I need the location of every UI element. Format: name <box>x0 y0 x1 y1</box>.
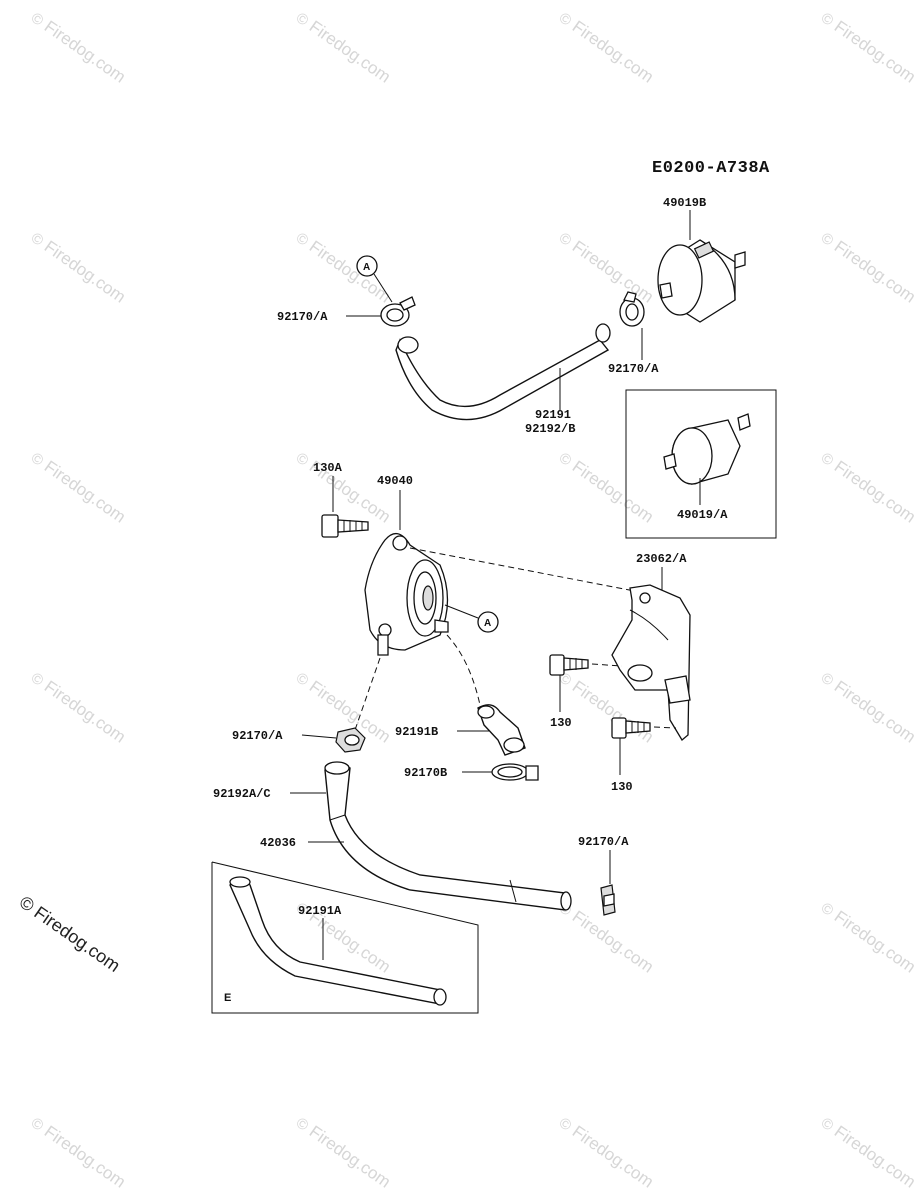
watermark-text: Firedog.com <box>831 1122 917 1192</box>
part-label-49019a: 49019/A <box>677 508 728 522</box>
fuel-hose-42036[interactable]: 92192A/C 42036 <box>213 761 572 911</box>
assembly-line <box>446 634 481 706</box>
inset-box-49019a: 49019/A <box>625 389 777 539</box>
part-label-130-upper: 130 <box>550 716 572 730</box>
watermark-symbol: © <box>818 9 837 29</box>
watermark-text: Firedog.com <box>569 1122 657 1192</box>
part-label-92170a-top-right: 92170/A <box>608 362 659 376</box>
part-label-49040: 49040 <box>377 474 413 488</box>
callout-letter: A <box>484 618 491 629</box>
watermark-text: Firedog.com <box>831 17 917 87</box>
watermark-symbol: © <box>556 449 575 469</box>
watermark-symbol: © <box>293 669 312 689</box>
callout-a-middle: A <box>444 604 499 633</box>
part-label-92191: 92191 <box>535 408 571 422</box>
watermark-symbol: © <box>28 1114 47 1134</box>
callout-letter: A <box>363 262 370 273</box>
watermark-symbol: © <box>28 669 47 689</box>
inset-box-e: E 92191A <box>211 861 479 1014</box>
watermark-symbol: © <box>28 449 47 469</box>
watermark-symbol: © <box>556 9 575 29</box>
fuel-pump-49040[interactable]: 49040 <box>364 474 449 656</box>
watermark-text: Firedog.com <box>831 457 917 527</box>
watermark-text: Firedog.com <box>41 457 129 527</box>
watermark-text: Firedog.com <box>569 907 657 977</box>
watermark-text: Firedog.com <box>831 907 917 977</box>
part-label-92170a-bottom-right: 92170/A <box>578 835 629 849</box>
part-label-42036: 42036 <box>260 836 296 850</box>
assembly-line <box>409 547 641 593</box>
bolt-130-lower[interactable]: 130 <box>611 717 677 794</box>
part-label-130a: 130A <box>313 461 343 475</box>
watermark-symbol: © <box>293 449 312 469</box>
fuel-hose-92191b[interactable]: 92191B <box>395 704 526 756</box>
watermark-text: Firedog.com <box>569 237 657 307</box>
watermark-text: Firedog.com <box>41 1122 129 1192</box>
hose-clamp-top-left[interactable]: 92170/A <box>277 296 416 327</box>
part-label-23062a: 23062/A <box>636 552 687 566</box>
fuel-filter-49019a[interactable] <box>663 413 751 485</box>
fuel-hose-92191a[interactable] <box>229 876 447 1006</box>
watermark-symbol: © <box>293 229 312 249</box>
bracket-23062a[interactable]: 23062/A <box>611 552 691 741</box>
watermark-prominent: © Firedog.com <box>16 892 124 976</box>
watermark-text: Firedog.com <box>41 677 129 747</box>
bolt-130a[interactable]: 130A <box>313 461 369 538</box>
part-label-92170a-top-left: 92170/A <box>277 310 328 324</box>
watermark-text: Firedog.com <box>41 17 129 87</box>
watermark-text: Firedog.com <box>831 677 917 747</box>
diagram-code: E0200-A738A <box>652 159 770 178</box>
watermark-symbol: © <box>818 229 837 249</box>
part-label-92191a: 92191A <box>298 904 342 918</box>
inset-letter-e: E <box>224 992 231 1004</box>
watermark-symbol: © <box>818 899 837 919</box>
watermark-symbol: © <box>818 1114 837 1134</box>
part-label-92170b: 92170B <box>404 766 447 780</box>
watermark-text: Firedog.com <box>306 237 394 307</box>
hose-clamp-bottom-right[interactable]: 92170/A <box>578 835 629 916</box>
watermark-text: Firedog.com <box>831 237 917 307</box>
bolt-130-upper[interactable]: 130 <box>549 654 623 730</box>
part-label-92192ac: 92192A/C <box>213 787 271 801</box>
fuel-filter-49019b[interactable]: 49019B <box>657 196 746 323</box>
watermark-symbol: © <box>818 449 837 469</box>
watermark-text: Firedog.com <box>306 1122 394 1192</box>
assembly-line <box>354 657 381 731</box>
watermark-symbol: © <box>818 669 837 689</box>
hose-clamp-top-right[interactable]: 92170/A <box>608 291 659 376</box>
watermark-text: Firedog.com <box>306 17 394 87</box>
watermark-text: Firedog.com <box>569 17 657 87</box>
watermark-symbol: © <box>556 229 575 249</box>
watermark-text: Firedog.com <box>30 902 123 976</box>
watermark-layer: © Firedog.com © Firedog.com © Firedog.co… <box>16 9 917 1192</box>
part-label-130-lower: 130 <box>611 780 633 794</box>
watermark-symbol: © <box>28 9 47 29</box>
part-label-92192b: 92192/B <box>525 422 575 436</box>
hose-clamp-mid-left[interactable]: 92170/A <box>232 727 366 753</box>
watermark-symbol: © <box>293 9 312 29</box>
watermark-text: Firedog.com <box>569 457 657 527</box>
part-label-92170a-mid-left: 92170/A <box>232 729 283 743</box>
fuel-hose-92191[interactable]: 92191 92192/B <box>395 323 611 436</box>
part-label-92191b: 92191B <box>395 725 438 739</box>
watermark-text: Firedog.com <box>41 237 129 307</box>
watermark-symbol: © <box>556 1114 575 1134</box>
part-label-49019b: 49019B <box>663 196 706 210</box>
hose-clamp-92170b[interactable]: 92170B <box>404 763 539 781</box>
watermark-symbol: © <box>28 229 47 249</box>
watermark-symbol: © <box>293 1114 312 1134</box>
callout-a-top: A <box>356 255 393 303</box>
